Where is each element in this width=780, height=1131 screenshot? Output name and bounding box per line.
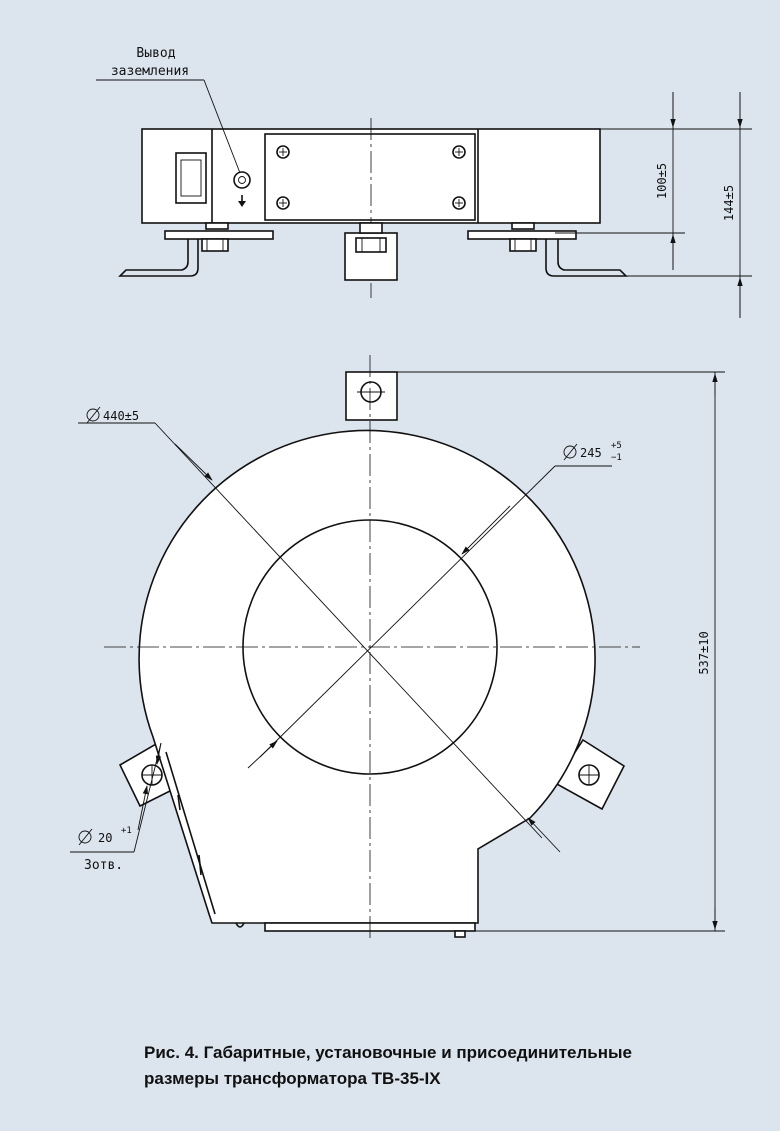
height-dimension-100 — [555, 92, 685, 270]
dim-inner-diameter-text: 245 — [580, 446, 602, 460]
cover-plate — [264, 133, 476, 221]
grounding-label-line1: Вывод — [136, 46, 175, 61]
diameter-icon — [78, 828, 93, 846]
dim-height-144-text: 144±5 — [722, 185, 736, 221]
caption-line1: Рис. 4. Габаритные, установочные и присо… — [144, 1043, 633, 1062]
dim-hole-count: 3отв. — [84, 858, 123, 873]
overall-height-dimension — [397, 371, 725, 932]
side-view: Вывод заземления 100±5 144±5 — [96, 46, 752, 318]
top-mounting-lug — [345, 371, 398, 421]
outer-diameter-dimension — [78, 422, 561, 853]
dim-inner-tol-upper: +5 — [611, 441, 622, 451]
center-mounting-bracket — [344, 222, 398, 281]
dim-height-100-text: 100±5 — [655, 163, 669, 199]
plate-screw-icon — [276, 145, 466, 210]
left-mounting-bracket — [118, 222, 274, 277]
diameter-icon — [86, 406, 101, 424]
dim-hole-diameter-text: 20 — [98, 831, 112, 845]
dim-inner-tol-lower: −1 — [611, 453, 622, 463]
inner-diameter-dimension — [247, 465, 612, 769]
dim-hole-tol: +1 — [121, 826, 132, 836]
terminal-box — [175, 152, 207, 204]
grounding-label-line2: заземления — [111, 64, 189, 79]
side-wall-line — [165, 751, 216, 915]
grounding-terminal — [233, 171, 251, 189]
caption-line2: размеры трансформатора ТВ-35-IX — [144, 1069, 441, 1088]
housing-body — [141, 128, 601, 224]
grounding-leader — [96, 79, 241, 174]
right-mounting-bracket — [467, 222, 628, 277]
height-dimension-144 — [626, 92, 752, 318]
dim-outer-diameter-text: 440±5 — [103, 409, 139, 423]
hole-diameter-leader — [70, 742, 162, 853]
figure-caption: Рис. 4. Габаритные, установочные и присо… — [144, 1040, 764, 1092]
ground-arrow-icon — [238, 195, 246, 207]
front-view: 440±5 245 +5 −1 537±10 — [70, 355, 725, 940]
dim-overall-height-text: 537±10 — [697, 631, 711, 674]
diameter-icon — [563, 443, 578, 461]
terminal-box-inner — [180, 159, 202, 197]
